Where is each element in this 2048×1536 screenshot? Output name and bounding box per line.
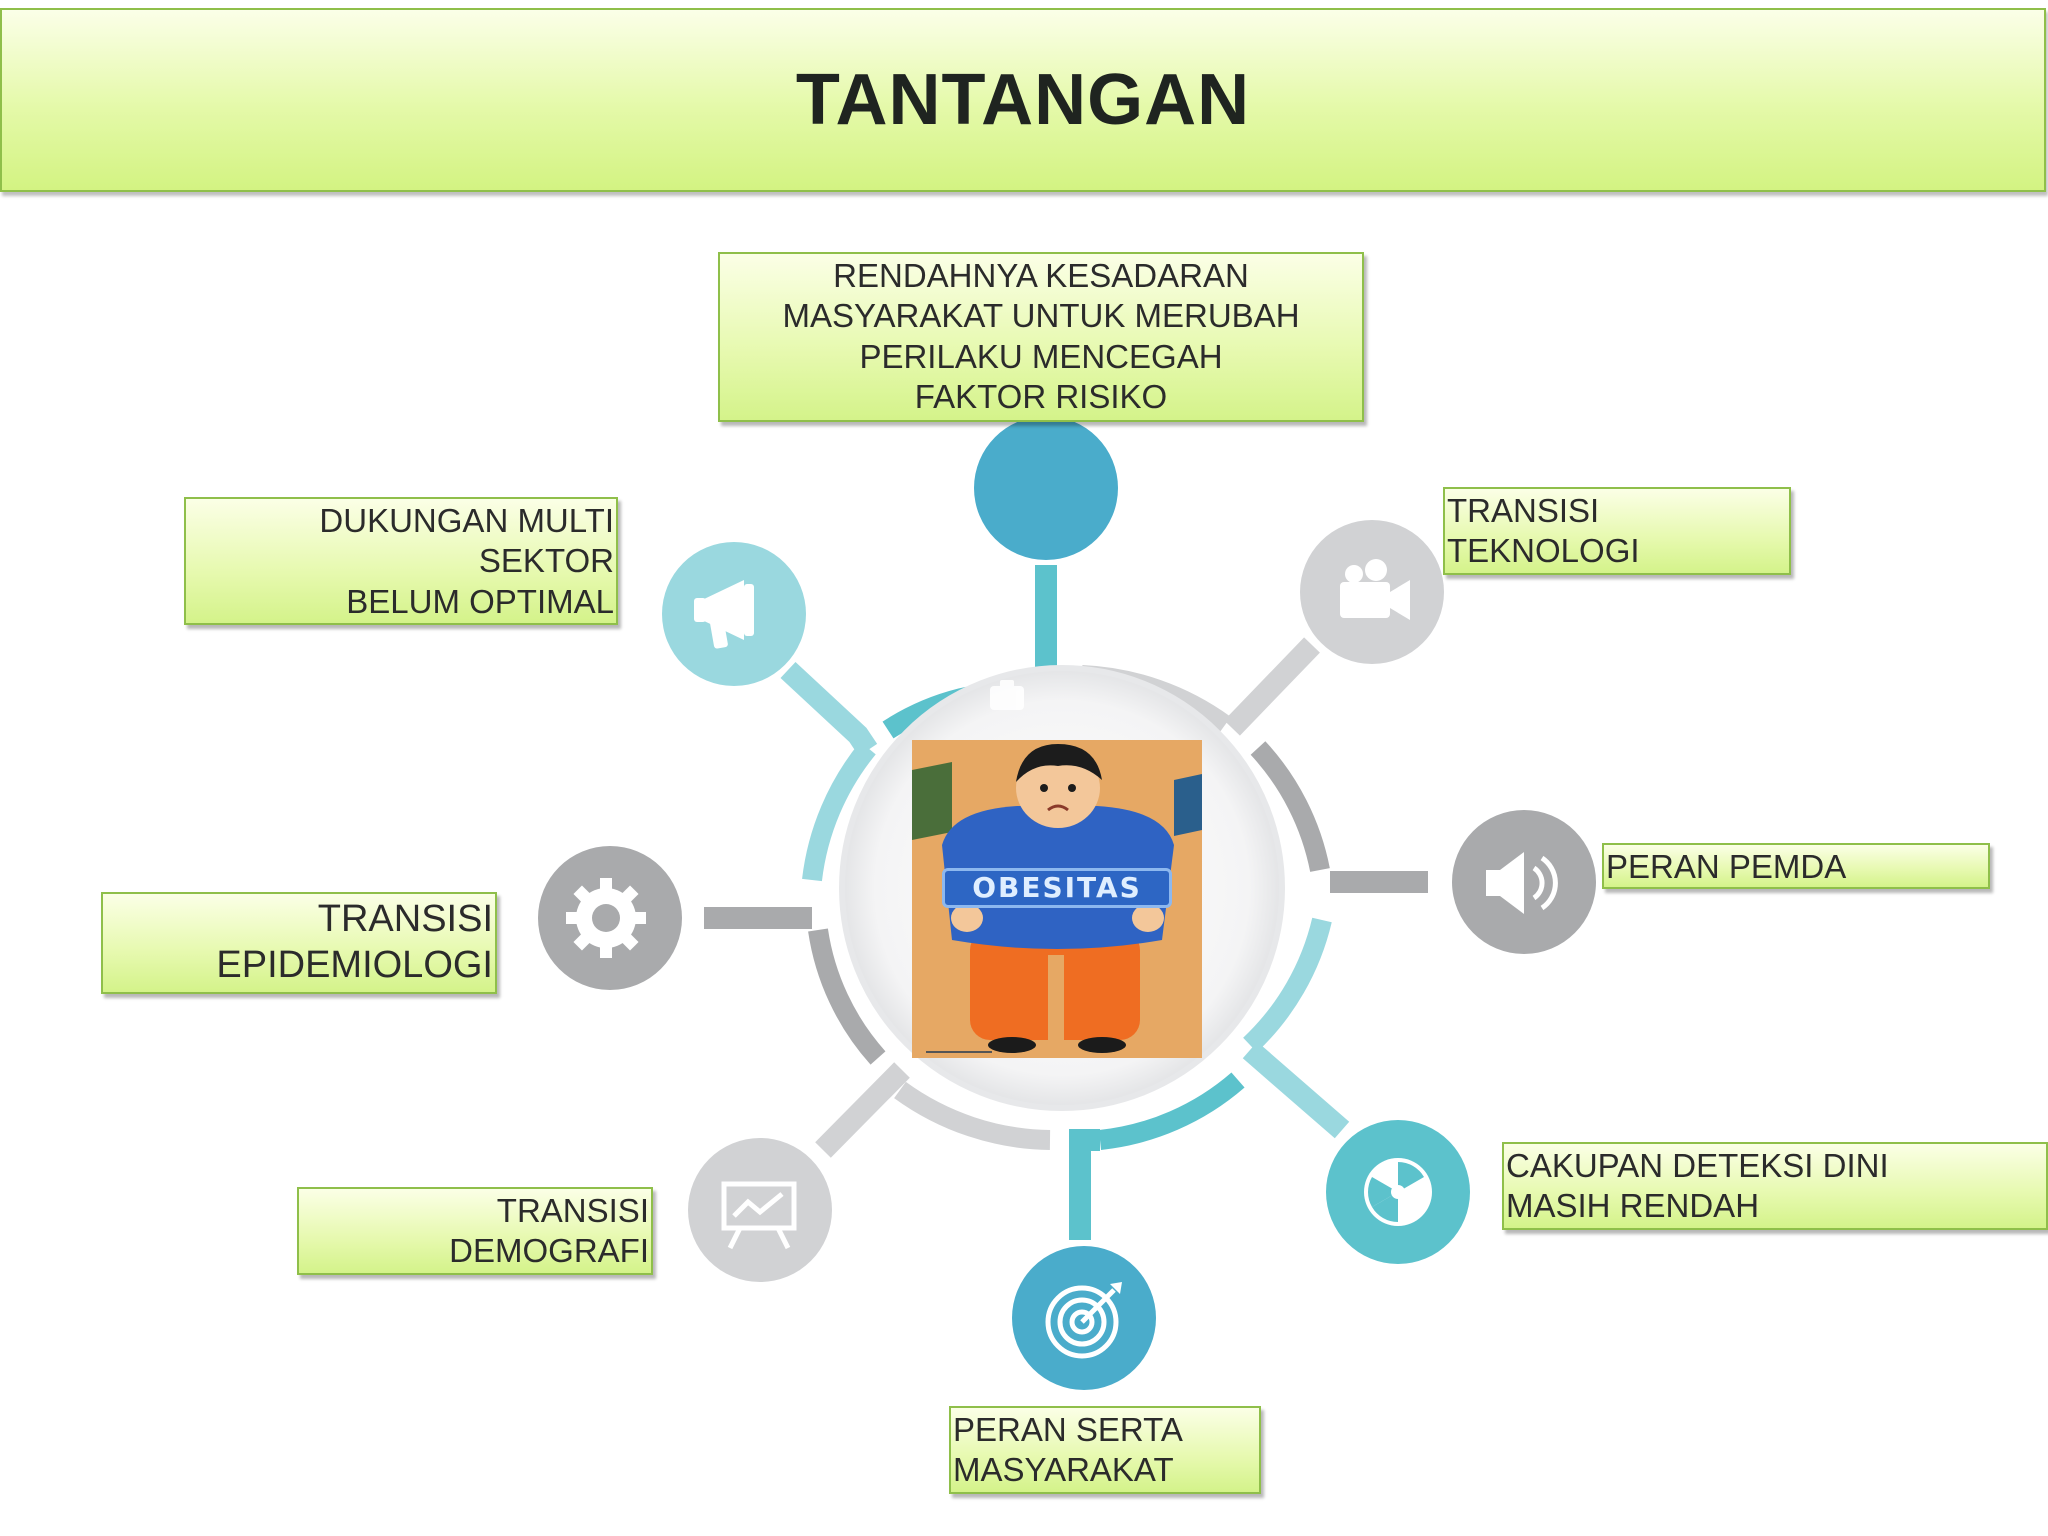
label-peran-serta-masyarakat: PERAN SERTA MASYARAKAT bbox=[949, 1406, 1261, 1494]
label-dukungan-multi-sektor: DUKUNGAN MULTI SEKTOR BELUM OPTIMAL bbox=[184, 497, 618, 625]
obesitas-badge: OBESITAS bbox=[942, 868, 1172, 908]
connector-deteksi bbox=[1242, 1041, 1350, 1139]
ring-arc-left-gray bbox=[808, 928, 886, 1065]
label-peran-pemda: PERAN PEMDA bbox=[1602, 843, 1990, 889]
speaker-icon bbox=[1452, 810, 1596, 954]
top-node-circle bbox=[974, 416, 1118, 560]
label-transisi-epidemiologi: TRANSISI EPIDEMIOLOGI bbox=[101, 892, 497, 994]
radiation-icon bbox=[1326, 1120, 1470, 1264]
megaphone-icon bbox=[662, 542, 806, 686]
label-kesadaran: RENDAHNYA KESADARAN MASYARAKAT UNTUK MER… bbox=[718, 252, 1364, 422]
connector-teknologi bbox=[1224, 637, 1320, 736]
gear-icon bbox=[538, 846, 682, 990]
ring-arc-right-gray bbox=[1250, 741, 1330, 873]
video-camera-icon bbox=[1300, 520, 1444, 664]
label-cakupan-deteksi-dini: CAKUPAN DETEKSI DINI MASIH RENDAH bbox=[1502, 1142, 2048, 1230]
title-banner: TANTANGAN bbox=[0, 8, 2046, 192]
connector-demografi bbox=[815, 1062, 910, 1158]
camera-icon bbox=[990, 680, 1024, 710]
connectors bbox=[704, 565, 1428, 1240]
ring-arc-bottom-teal bbox=[1098, 1072, 1245, 1150]
label-transisi-teknologi: TRANSISI TEKNOLOGI bbox=[1443, 487, 1791, 575]
connector-dukungan bbox=[780, 661, 878, 757]
ring-arc-bottom-right-teal bbox=[1243, 917, 1332, 1053]
connector-masyarakat bbox=[1069, 1129, 1100, 1240]
presentation-board-icon bbox=[688, 1138, 832, 1282]
ring-arc-bottom-left-gray bbox=[894, 1081, 1051, 1150]
target-icon bbox=[1012, 1246, 1156, 1390]
ring-arc-top-left-teal bbox=[802, 741, 876, 882]
obesitas-illustration: OBESITAS bbox=[912, 740, 1202, 1058]
label-transisi-demografi: TRANSISI DEMOGRAFI bbox=[297, 1187, 653, 1275]
page-title: TANTANGAN bbox=[795, 60, 1251, 140]
